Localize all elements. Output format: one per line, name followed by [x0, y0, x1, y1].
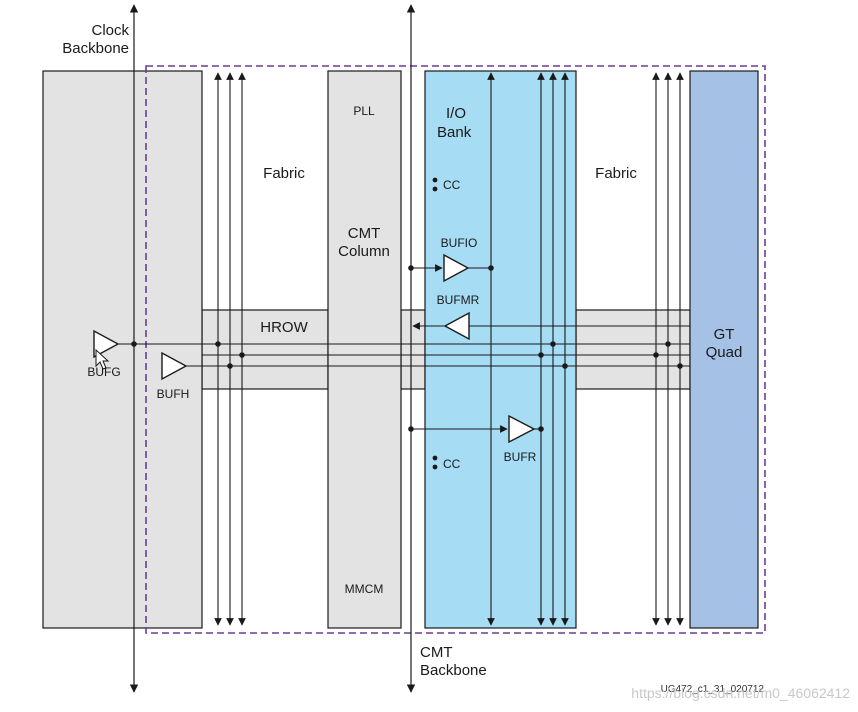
bufmr-label: BUFMR [437, 293, 480, 307]
hrow-band-middle [400, 309, 426, 390]
fabric-left-label: Fabric [263, 165, 305, 182]
right-fabric-clock-lines [652, 72, 684, 626]
bufg-label: BUFG [87, 365, 120, 379]
cmt-column-block [327, 70, 402, 629]
junction-dots [131, 265, 683, 432]
left-block [42, 70, 203, 629]
hrow-band-right [575, 309, 691, 390]
bufh-buffer-icon [161, 351, 188, 381]
cmt-backbone-label-line1: CMT [420, 644, 453, 661]
mmcm-label: MMCM [345, 582, 384, 596]
gt-quad-label-line1: GT [714, 326, 735, 343]
io-bank-clock-lines [487, 72, 569, 626]
watermark-text: https://blog.csdn.net/m0_46062412 [631, 685, 850, 701]
mouse-cursor-icon [95, 348, 110, 370]
cc-bottom-label: CC [443, 457, 461, 471]
cmt-column-label-line2: Column [338, 243, 390, 260]
clock-region-border [145, 65, 766, 634]
hrow-band-left [201, 309, 329, 390]
bufg-buffer-icon [93, 329, 120, 359]
bufmr-buffer-icon [443, 311, 470, 341]
bufr-label: BUFR [504, 450, 537, 464]
cmt-column-label-line1: CMT [348, 225, 381, 242]
clock-backbone-label-line1: Clock [91, 22, 129, 39]
cc-pin-dots [432, 177, 438, 470]
figure-id-label: UG472_c1_31_020712 [661, 684, 765, 695]
bufio-buffer-icon [443, 253, 470, 283]
hrow-clock-lines [118, 343, 690, 367]
bufh-label: BUFH [157, 387, 190, 401]
gt-quad-label-line2: Quad [706, 344, 743, 361]
bufio-label: BUFIO [441, 236, 478, 250]
pll-label: PLL [353, 104, 375, 118]
left-fabric-clock-lines [214, 72, 246, 626]
io-bank-label-line2: Bank [437, 124, 472, 141]
cc-top-label: CC [443, 178, 461, 192]
cmt-backbone-label-line2: Backbone [420, 662, 487, 679]
fabric-right-label: Fabric [595, 165, 637, 182]
hrow-label: HROW [260, 319, 308, 336]
bufr-buffer-icon [508, 414, 536, 444]
gt-quad-block [689, 70, 759, 629]
io-bank-label-line1: I/O [446, 105, 466, 122]
clock-backbone-label-line2: Backbone [62, 40, 129, 57]
